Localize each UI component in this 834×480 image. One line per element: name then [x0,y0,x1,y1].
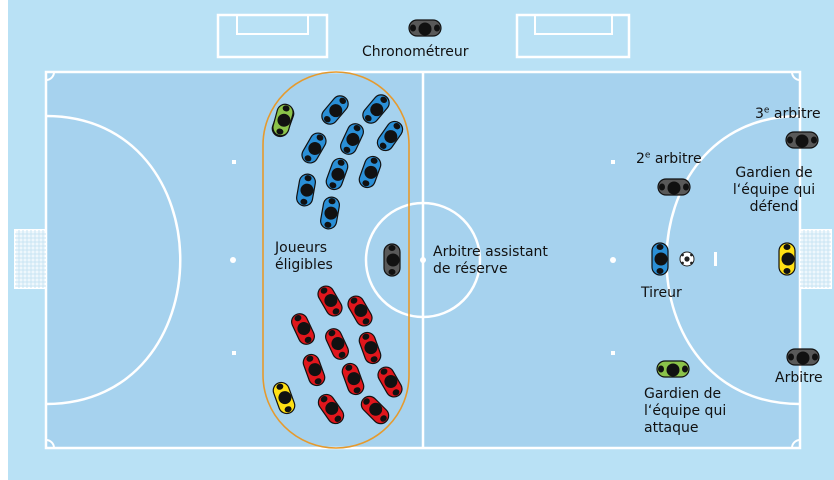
third-referee-number: 3 [755,106,764,122]
distance-mark [611,160,615,164]
eligible-players-label: Joueurs éligibles [275,240,333,274]
eligible-players-label-line: Joueurs [275,240,328,256]
attacking-goalkeeper-label-line: l‘équipe qui [644,403,727,419]
person-third-referee [785,131,819,149]
ball [679,251,695,267]
defending-goalkeeper-label: Gardien de l‘équipe qui défend [722,165,826,216]
third-referee-label: 3e arbitre [755,106,821,123]
centre-spot [420,257,426,263]
reserve-assistant-referee-label: Arbitre assistant de réserve [433,244,548,278]
person-blue-player [321,95,349,125]
timekeeper-label: Chronométreur [362,44,469,60]
defending-goalkeeper-label-line: Gardien de [735,165,813,181]
person-red-player [377,366,403,398]
person-red-player [317,393,345,425]
person-blue-player [296,173,316,207]
person-attacking-goalkeeper [656,360,690,378]
second-penalty-mark-left [230,257,236,263]
person-blue-player [358,155,382,189]
person-red-player [302,353,326,387]
person-defending-goalkeeper [778,242,796,276]
centre-circle [364,201,482,319]
person-red-player [291,313,315,345]
eligible-players-zone [262,71,410,449]
person-red-player [325,328,349,360]
third-referee-ordinal: e [763,105,770,116]
attacking-goalkeeper-label-line: Gardien de [644,386,722,402]
person-reserve-assistant-referee [383,243,401,277]
person-referee [786,348,820,366]
penalty-area-left [45,114,182,406]
eligible-players-label-line: éligibles [275,257,333,273]
person-red-player [341,362,365,396]
second-penalty-mark-right [610,257,616,263]
distance-mark [611,351,615,355]
kicker-label: Tireur [641,285,682,301]
person-red-player [317,285,343,317]
distance-mark [232,351,236,355]
corner-arc-bottom-left [45,439,55,449]
attacking-goalkeeper-label: Gardien de l‘équipe qui attaque [644,386,726,437]
second-referee-label: 2e arbitre [636,151,702,168]
second-referee-number: 2 [636,151,645,167]
person-blue-goalkeeper-reserve [272,103,294,137]
person-blue-player [362,94,390,124]
defending-goalkeeper-label-line: défend [749,199,799,215]
person-blue-player [340,123,364,155]
reserve-assistant-referee-label-line: de réserve [433,261,508,277]
substitution-zone-right-inner [534,14,613,35]
corner-arc-bottom-right [791,439,801,449]
penalty-mark-right [714,252,717,266]
person-red-goalkeeper-reserve [272,381,296,415]
person-red-player [360,395,390,425]
attacking-goalkeeper-label-line: attaque [644,420,699,436]
person-blue-player [376,120,404,152]
figures [271,19,820,425]
corner-arc-top-left [45,71,55,81]
corner-arc-top-right [791,71,801,81]
person-second-referee [657,178,691,196]
referee-label: Arbitre [775,370,823,386]
person-red-player [347,295,373,327]
person-timekeeper [408,19,442,37]
person-blue-player [301,132,327,164]
goal-left [14,229,47,289]
defending-goalkeeper-label-line: l‘équipe qui [732,182,816,198]
substitution-zone-left-inner [236,14,309,35]
reserve-assistant-referee-label-line: Arbitre assistant [433,244,548,260]
distance-mark [232,160,236,164]
person-blue-player [320,196,340,230]
person-blue-player [325,157,349,191]
second-referee-ordinal: e [644,150,651,161]
person-kicker [651,242,669,276]
goal-right [799,229,832,289]
second-referee-word: arbitre [650,151,702,167]
third-referee-word: arbitre [769,106,821,122]
person-red-player [358,331,382,365]
